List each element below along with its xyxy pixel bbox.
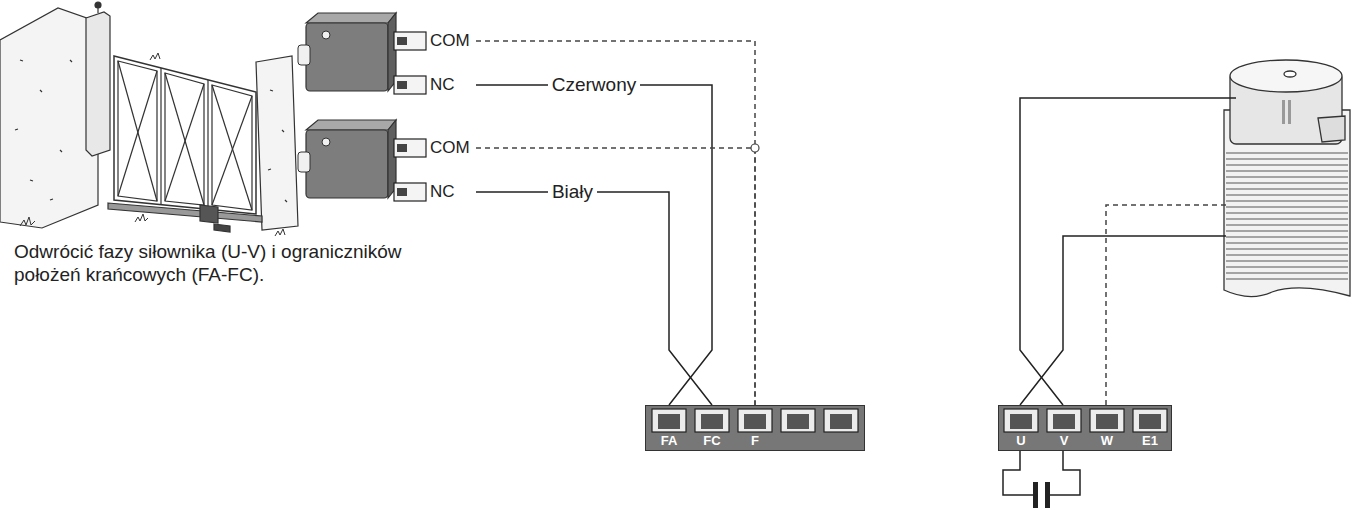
switch-tab	[394, 183, 426, 201]
terminal-screw	[658, 414, 680, 429]
gate-illustration-part	[207, 80, 208, 209]
signal-wire	[476, 85, 712, 405]
gate-illustration-part	[0, 8, 98, 228]
terminal-slot	[824, 409, 858, 432]
gate-illustration-part	[165, 84, 204, 201]
gate-illustration-part	[212, 85, 252, 210]
terminal-block: FA FC F	[645, 405, 865, 451]
motor-part	[1318, 116, 1345, 142]
gate-illustration-part	[86, 12, 110, 156]
gate-illustration-part	[160, 68, 161, 205]
terminal-screws	[646, 406, 866, 434]
gate-illustration-part	[212, 85, 252, 210]
motor-wiring-part	[1049, 450, 1080, 495]
switch-body	[306, 23, 388, 91]
gate-illustration	[0, 2, 298, 236]
terminal-screw	[830, 414, 852, 429]
gate-illustration-part	[118, 71, 157, 196]
terminal-screw	[787, 414, 809, 429]
gate-illustration-part	[15, 60, 72, 200]
motor-part	[1226, 148, 1348, 282]
capacitor-symbol-part	[1045, 482, 1050, 508]
gate-illustration-part	[165, 73, 204, 205]
switch-tab-slot	[397, 37, 407, 45]
motor-wiring-part	[1020, 98, 1236, 405]
gate-illustration-part	[118, 61, 157, 201]
motor	[1224, 60, 1350, 297]
terminal-name: W	[1101, 433, 1113, 448]
switch-top	[306, 13, 396, 23]
capacitor-symbol	[1033, 482, 1050, 508]
gate-illustration-part	[212, 96, 252, 205]
terminal-screw	[1096, 414, 1118, 429]
motor-part	[1288, 100, 1291, 124]
terminal-name: FA	[661, 433, 678, 448]
switch-top	[306, 120, 396, 130]
terminal-name: E1	[1142, 433, 1158, 448]
terminal-name: FC	[703, 433, 720, 448]
terminal-name: U	[1016, 433, 1025, 448]
switch-lever	[298, 152, 310, 172]
limit-switch: COM NC	[296, 112, 476, 207]
instruction-note: Odwrócić fazy siłownika (U-V) i ogranicz…	[14, 240, 469, 286]
terminal-block: U V W E1	[998, 405, 1172, 451]
motor-wiring-part	[1106, 205, 1226, 405]
capacitor-symbol-part	[1033, 482, 1038, 508]
switch-body	[306, 130, 388, 198]
switch-tab	[394, 32, 426, 50]
wire-colour: Czerwony	[548, 74, 640, 96]
common-wire	[476, 148, 755, 405]
terminal-slot	[781, 409, 815, 432]
terminal-slot	[695, 409, 729, 432]
terminal-slot	[1047, 409, 1081, 432]
terminal-screw	[1053, 414, 1075, 429]
wire-colour: Biały	[548, 181, 597, 203]
contact-name: NC	[430, 182, 455, 202]
switch-hole	[322, 138, 330, 146]
motor-part	[1230, 60, 1342, 92]
terminal-screws	[999, 406, 1173, 434]
switch-tab-slot	[397, 144, 407, 152]
contact-name: NC	[430, 75, 455, 95]
motor-wiring-part	[1020, 236, 1226, 405]
gate-illustration-part	[200, 205, 218, 223]
terminal-name: V	[1060, 433, 1069, 448]
switch-hole	[322, 31, 330, 39]
contact-name: COM	[430, 31, 470, 51]
terminal-slot	[1133, 409, 1167, 432]
terminal-screw	[701, 414, 723, 429]
terminal-slot	[1004, 409, 1038, 432]
terminal-screw	[1010, 414, 1032, 429]
terminal-name: F	[751, 433, 759, 448]
gate-illustration-part	[95, 2, 101, 8]
motor-wiring-part	[1003, 450, 1034, 495]
gate-illustration-part	[114, 56, 256, 214]
gate-illustration-part	[165, 73, 204, 205]
terminal-screw	[744, 414, 766, 429]
switch-tab	[394, 139, 426, 157]
terminal-slot	[1090, 409, 1124, 432]
terminal-slot	[738, 409, 772, 432]
switch-tab-slot	[397, 81, 407, 89]
switch-tab	[394, 76, 426, 94]
terminal-slot	[652, 409, 686, 432]
gate-illustration-part	[268, 90, 287, 202]
gate-illustration-part	[214, 224, 230, 232]
switch-tab-slot	[397, 188, 407, 196]
common-wire	[476, 41, 755, 405]
gate-illustration-part	[118, 61, 157, 201]
switch-lever	[298, 45, 310, 65]
contact-name: COM	[430, 138, 470, 158]
wire-junction	[751, 144, 759, 152]
gate-illustration-part	[256, 56, 298, 230]
motor-part	[1282, 100, 1285, 124]
signal-wire	[476, 192, 712, 405]
gate-illustration-part	[20, 53, 285, 236]
motor-part	[1284, 71, 1296, 77]
terminal-screw	[1139, 414, 1161, 429]
limit-switch: COM NC	[296, 5, 476, 100]
